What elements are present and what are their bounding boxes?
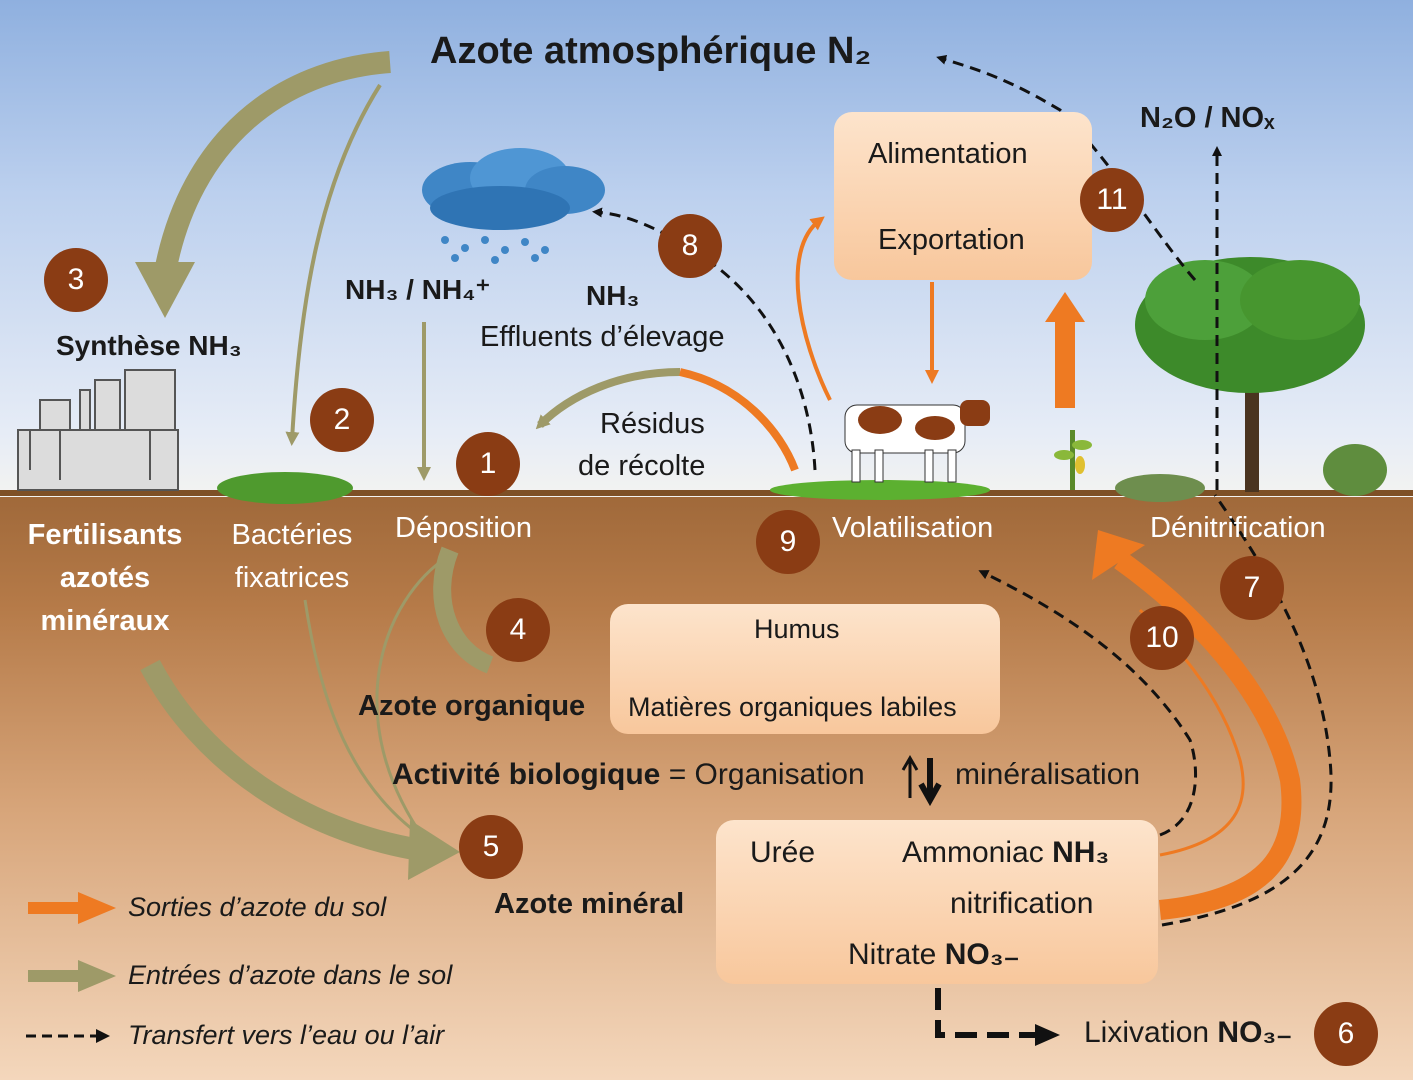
activite-rest: = Organisation (668, 758, 865, 791)
nitrification-label: nitrification (950, 887, 1094, 920)
volatilisation-label: Volatilisation (832, 512, 994, 544)
fertilisants-line2: azotés (59, 562, 151, 594)
denitrification-label: Dénitrification (1150, 512, 1326, 544)
synthese-label: Synthèse NH₃ (56, 330, 242, 361)
cow-icon (844, 400, 990, 483)
residus-label-line1: Résidus (600, 408, 705, 440)
residus-label-line2: de récolte (578, 450, 706, 482)
leaching-arrowhead (1035, 1024, 1060, 1046)
badge-5: 5 (459, 815, 523, 879)
fertiliser-arrow (140, 659, 422, 861)
small-shrub-icon (1323, 444, 1387, 496)
volatilisation-dashed-arrow (978, 570, 1198, 837)
deposition-soil-arrow (375, 553, 451, 841)
residues-arrow (535, 368, 681, 430)
uptake-arrowhead (1092, 530, 1145, 580)
deposition-label: Déposition (395, 512, 533, 544)
badge-1: 1 (456, 432, 520, 496)
badge-3: 3 (44, 248, 108, 312)
bush-icon (217, 472, 353, 504)
azote-organique-label: Azote organique (358, 690, 586, 722)
fertilisants-line3: minéraux (40, 605, 170, 637)
bacteria-soil-arrow (303, 599, 431, 844)
alimentation-label: Alimentation (868, 138, 1028, 170)
lixivation-label: Lixivation NO₃₋ (1084, 1018, 1292, 1048)
activite-bold: Activité biologique (392, 758, 661, 791)
organisation-up-arrow (901, 755, 919, 798)
fertilisants-label: Fertilisants azotés minéraux (10, 514, 200, 643)
activite-biologique-label: Activité biologique = Organisation (392, 760, 865, 790)
lixivation-text: Lixivation (1084, 1016, 1210, 1049)
legend-dashed-arrowhead (96, 1029, 110, 1043)
alimentation-box (834, 112, 1092, 280)
legend-transfert: Transfert vers l’eau ou l’air (128, 1020, 445, 1050)
ammoniac-formula: NH₃ (1052, 836, 1110, 869)
factory-icon (17, 369, 179, 491)
ground-line (0, 490, 1413, 496)
nitrate-text: Nitrate (848, 938, 937, 971)
leaching-arrow (935, 988, 1040, 1038)
uptake-arrow (1114, 551, 1302, 920)
n2o-nox-label: N₂O / NOₓ (1140, 102, 1275, 134)
nh3-label: NH₃ (586, 280, 640, 311)
tree-icon (1135, 257, 1365, 492)
humus-box (610, 604, 1000, 734)
badge-11: 11 (1080, 168, 1144, 232)
nitrate-label: Nitrate NO₃₋ (848, 940, 1019, 970)
legend-entrees: Entrées d’azote dans le sol (128, 960, 453, 990)
legend-olive-arrowhead (78, 960, 116, 992)
matieres-label: Matières organiques labiles (628, 692, 957, 722)
lixivation-formula: NO₃₋ (1217, 1016, 1293, 1049)
bacteries-line1: Bactéries (231, 519, 353, 551)
badge-6: 6 (1314, 1002, 1378, 1066)
denitrification-to-n2-arrow (936, 54, 1197, 281)
shrub-icon (1115, 474, 1205, 502)
mineralisation-down-arrow (918, 758, 942, 807)
ammoniac-text: Ammoniac (902, 836, 1044, 869)
nh3-nh4-label: NH₃ / NH₄⁺ (345, 274, 491, 305)
cow-to-alimentation-arrow (795, 216, 832, 401)
badge-7: 7 (1220, 556, 1284, 620)
badge-9: 9 (756, 510, 820, 574)
corn-plant-icon (1054, 430, 1092, 490)
badge-8: 8 (658, 214, 722, 278)
fertilisants-line1: Fertilisants (27, 519, 183, 551)
ammoniac-label: Ammoniac NH₃ (902, 838, 1109, 868)
effluents-label: Effluents d’élevage (480, 321, 725, 353)
badge-4: 4 (486, 598, 550, 662)
crop-export-arrowhead (1045, 292, 1085, 322)
organic-arrow (433, 546, 494, 674)
humus-label: Humus (754, 614, 840, 644)
mineral-box (716, 820, 1158, 984)
synthesis-arrowhead (135, 262, 195, 318)
rain-cloud-icon (422, 148, 605, 264)
grass-patch (770, 480, 990, 500)
legend-orange-arrowhead (78, 892, 116, 924)
badge-10: 10 (1130, 606, 1194, 670)
synthesis-arrow (154, 51, 391, 275)
azote-mineral-label: Azote minéral (494, 888, 685, 920)
bacteries-line2: fixatrices (234, 562, 350, 594)
mineralisation-label: minéralisation (955, 758, 1141, 791)
nitrate-formula: NO₃₋ (944, 938, 1020, 971)
bacteries-label: Bactéries fixatrices (212, 514, 372, 600)
nh3-to-cloud-arrow (592, 207, 817, 471)
residues-orange-curve (679, 368, 799, 472)
legend-sorties: Sorties d’azote du sol (128, 892, 387, 922)
uree-label: Urée (750, 836, 816, 869)
page-title: Azote atmosphérique N₂ (430, 30, 872, 72)
fixation-arrow (285, 83, 382, 446)
exportation-label: Exportation (878, 224, 1025, 256)
badge-2: 2 (310, 388, 374, 452)
